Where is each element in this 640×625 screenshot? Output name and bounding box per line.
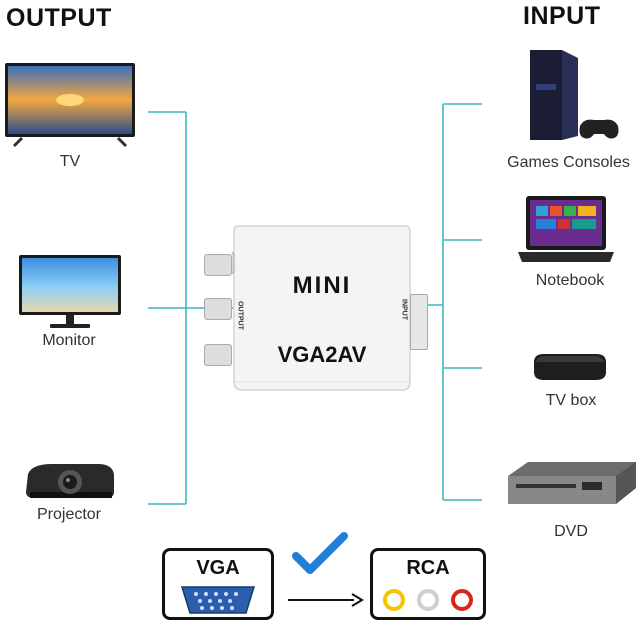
rca-red-jack: [451, 589, 473, 611]
vga-box: VGA: [162, 548, 274, 620]
monitor-icon: [19, 255, 121, 328]
input-label-games-consoles: Games Consoles: [507, 154, 630, 171]
rca-jack-1: [204, 254, 232, 276]
input-label-notebook: Notebook: [535, 272, 605, 289]
tv-box-icon: [534, 354, 606, 380]
output-label-monitor: Monitor: [42, 332, 96, 349]
port-label-input: INPUT: [400, 299, 408, 320]
rca-yellow-jack: [383, 589, 405, 611]
output-heading: OUTPUT: [6, 4, 112, 32]
port-label-output: OUTPUT: [236, 301, 244, 330]
input-label-tv-box: TV box: [545, 392, 597, 409]
dvd-player-icon: [508, 462, 636, 504]
vga-port: [410, 294, 428, 350]
converter-body: [232, 225, 411, 391]
projector-icon: [26, 464, 114, 498]
output-label-tv: TV: [59, 153, 81, 170]
tv-icon: [5, 63, 135, 148]
notebook-icon: [518, 196, 614, 262]
input-label-dvd: DVD: [554, 523, 588, 540]
input-heading: INPUT: [523, 2, 601, 30]
vga-label: VGA: [196, 557, 240, 579]
converter-device: MINI VGA2AV OUTPUT INPUT: [204, 222, 428, 394]
output-label-projector: Projector: [36, 506, 102, 523]
game-console-icon: [530, 50, 619, 140]
rca-white-jack: [417, 589, 439, 611]
rca-label: RCA: [406, 557, 450, 579]
device-brand: MINI: [292, 272, 352, 299]
rca-jack-2: [204, 298, 232, 320]
checkmark-icon: [292, 532, 348, 574]
rca-jack-3: [204, 344, 232, 366]
rca-box: RCA: [370, 548, 486, 620]
device-model: VGA2AV: [277, 342, 367, 367]
rca-jack: [232, 251, 235, 275]
arrow-right-icon: [288, 593, 364, 607]
vga-connector-icon: [180, 586, 256, 614]
